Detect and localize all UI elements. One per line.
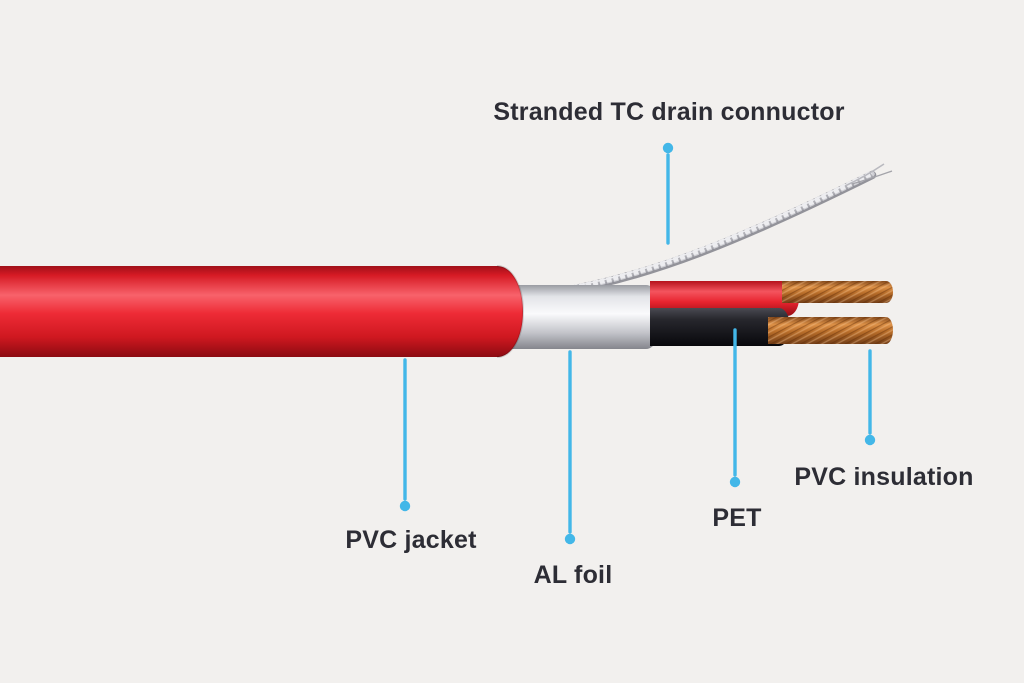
- label-al-foil: AL foil: [533, 561, 613, 589]
- leader-dot-foil: [564, 533, 576, 545]
- al-foil-shape: [505, 285, 662, 349]
- label-pvc-insulation: PVC insulation: [794, 463, 974, 491]
- label-pvc-jacket: PVC jacket: [345, 526, 477, 554]
- pvc-jacket-end-rim: [496, 265, 525, 358]
- leader-dot-pet: [729, 476, 741, 488]
- copper-conductor-bottom: [768, 317, 893, 344]
- leader-lines: [399, 142, 876, 545]
- label-stranded-tc-drain: Stranded TC drain connuctor: [493, 98, 845, 126]
- copper-conductor-top: [782, 281, 893, 303]
- leader-dot-insulation: [864, 434, 876, 446]
- label-pet: PET: [712, 504, 762, 532]
- tc-drain-wire-graphic: [555, 163, 893, 297]
- leader-dot-jacket: [399, 500, 411, 512]
- pet-wrap-shape: [650, 308, 790, 346]
- red-conductor-insulation-shape: [650, 281, 799, 316]
- leader-dot-drain: [662, 142, 674, 154]
- pvc-jacket-shape: [0, 266, 523, 357]
